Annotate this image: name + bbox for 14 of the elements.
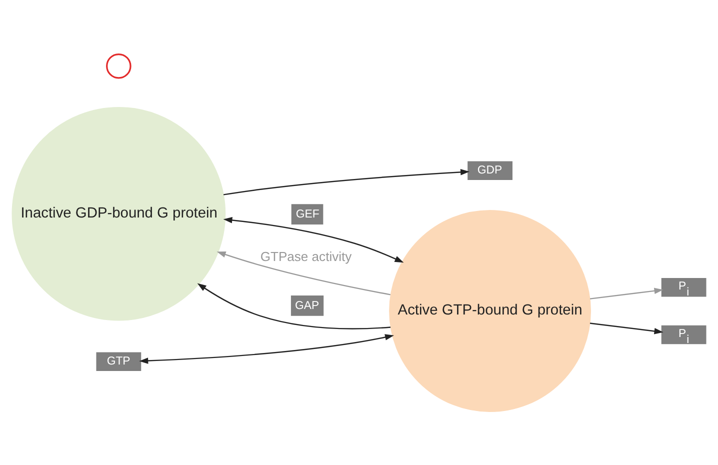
node-box: GTP xyxy=(96,352,142,371)
edge-label: GTPase activity xyxy=(260,248,352,264)
edge-label: GEF xyxy=(296,208,320,220)
arrow xyxy=(223,216,404,262)
arrow xyxy=(590,322,664,334)
edge-label: GAP xyxy=(295,300,320,312)
arrow xyxy=(197,282,391,329)
node-circle: Active GTP-bound G protein xyxy=(389,210,592,412)
arrow xyxy=(223,168,470,195)
node-box: GDP xyxy=(468,160,512,180)
arrow xyxy=(216,250,391,295)
arrow xyxy=(139,334,394,364)
node-circle xyxy=(106,52,132,78)
arrow xyxy=(590,287,664,299)
